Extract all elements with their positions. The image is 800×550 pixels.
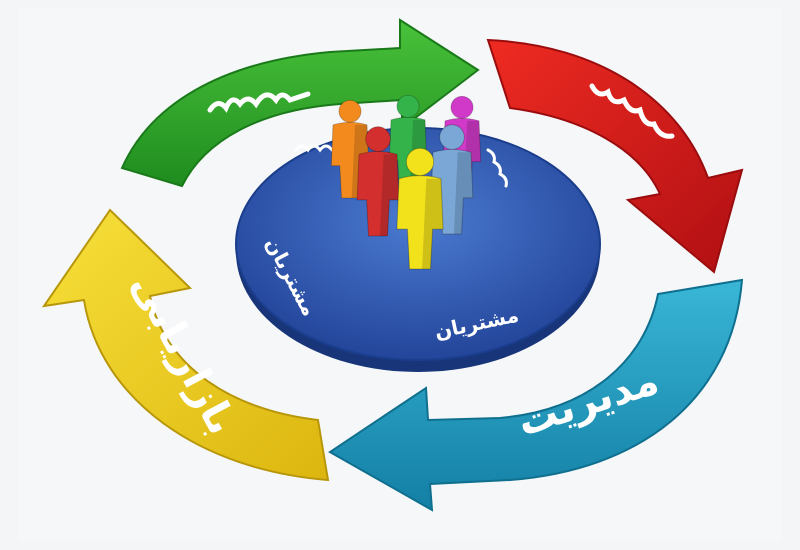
red-arrow <box>486 38 744 274</box>
person-figure <box>396 147 444 270</box>
red-arrow-script <box>589 83 675 139</box>
person-figure <box>356 126 400 237</box>
green-arrow <box>120 18 480 188</box>
teal-arrow <box>328 278 744 512</box>
yellow-arrow <box>41 208 330 482</box>
people-group <box>330 94 482 270</box>
disc-script-top-left <box>294 144 334 153</box>
disc-script-right <box>486 148 508 188</box>
green-arrow-script <box>207 91 311 113</box>
